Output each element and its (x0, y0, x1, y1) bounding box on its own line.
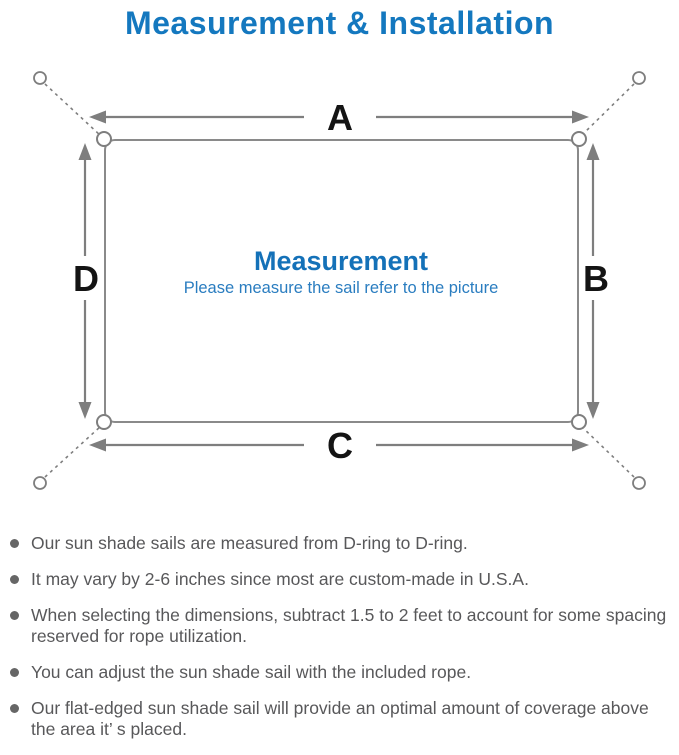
page: Measurement & Installation (10, 5, 666, 739)
note-text: When selecting the dimensions, subtract … (31, 605, 667, 646)
note-text: Our sun shade sails are measured from D-… (31, 533, 468, 553)
dimension-arrow-d: D (73, 143, 99, 419)
measurement-diagram: A C D B Measurement Please meas (33, 71, 646, 490)
rope-bottom-left (44, 425, 102, 478)
dimension-arrow-a: A (89, 97, 589, 138)
anchor-ring-bottom-right-icon (632, 476, 646, 490)
arrow-a-left-head-icon (89, 110, 106, 124)
arrow-a-right-head-icon (572, 110, 589, 124)
arrow-b-up-head-icon (586, 143, 600, 160)
note-item: You can adjust the sun shade sail with t… (8, 662, 671, 683)
rope-bottom-right (580, 425, 635, 478)
bullet-icon (10, 704, 19, 713)
rope-top-left (44, 83, 102, 137)
arrow-c-left-head-icon (89, 438, 106, 452)
diagram-center-subtitle: Please measure the sail refer to the pic… (184, 279, 499, 297)
note-item: Our sun shade sails are measured from D-… (8, 533, 671, 554)
anchor-ring-top-right-icon (632, 71, 646, 85)
note-text: Our flat-edged sun shade sail will provi… (31, 698, 649, 739)
sail-rectangle (104, 139, 579, 423)
corner-d-rings (96, 131, 587, 430)
diagram-center-title: Measurement (254, 246, 428, 276)
dimension-arrow-c: C (89, 425, 589, 466)
d-ring-top-left-icon (96, 131, 112, 147)
dim-label-d: D (73, 258, 99, 299)
dim-label-a: A (327, 97, 353, 138)
bullet-icon (10, 539, 19, 548)
note-item: When selecting the dimensions, subtract … (8, 605, 671, 647)
d-ring-top-right-icon (571, 131, 587, 147)
notes-list: Our sun shade sails are measured from D-… (8, 533, 671, 755)
note-item: It may vary by 2-6 inches since most are… (8, 569, 671, 590)
bullet-icon (10, 668, 19, 677)
bullet-icon (10, 575, 19, 584)
anchor-ring-top-left-icon (33, 71, 47, 85)
dim-label-c: C (327, 425, 353, 466)
arrow-d-down-head-icon (78, 402, 92, 419)
note-item: Our flat-edged sun shade sail will provi… (8, 698, 671, 740)
rope-dashed-lines (44, 83, 635, 478)
bullet-icon (10, 611, 19, 620)
rope-top-right (580, 83, 635, 137)
arrow-c-right-head-icon (572, 438, 589, 452)
dim-label-b: B (583, 258, 609, 299)
note-text: It may vary by 2-6 inches since most are… (31, 569, 529, 589)
dimension-arrow-b: B (583, 143, 609, 419)
page-title: Measurement & Installation (124, 5, 555, 41)
note-text: You can adjust the sun shade sail with t… (31, 662, 472, 682)
anchor-rings (33, 71, 646, 490)
arrow-d-up-head-icon (78, 143, 92, 160)
d-ring-bottom-right-icon (571, 414, 587, 430)
anchor-ring-bottom-left-icon (33, 476, 47, 490)
arrow-b-down-head-icon (586, 402, 600, 419)
d-ring-bottom-left-icon (96, 414, 112, 430)
